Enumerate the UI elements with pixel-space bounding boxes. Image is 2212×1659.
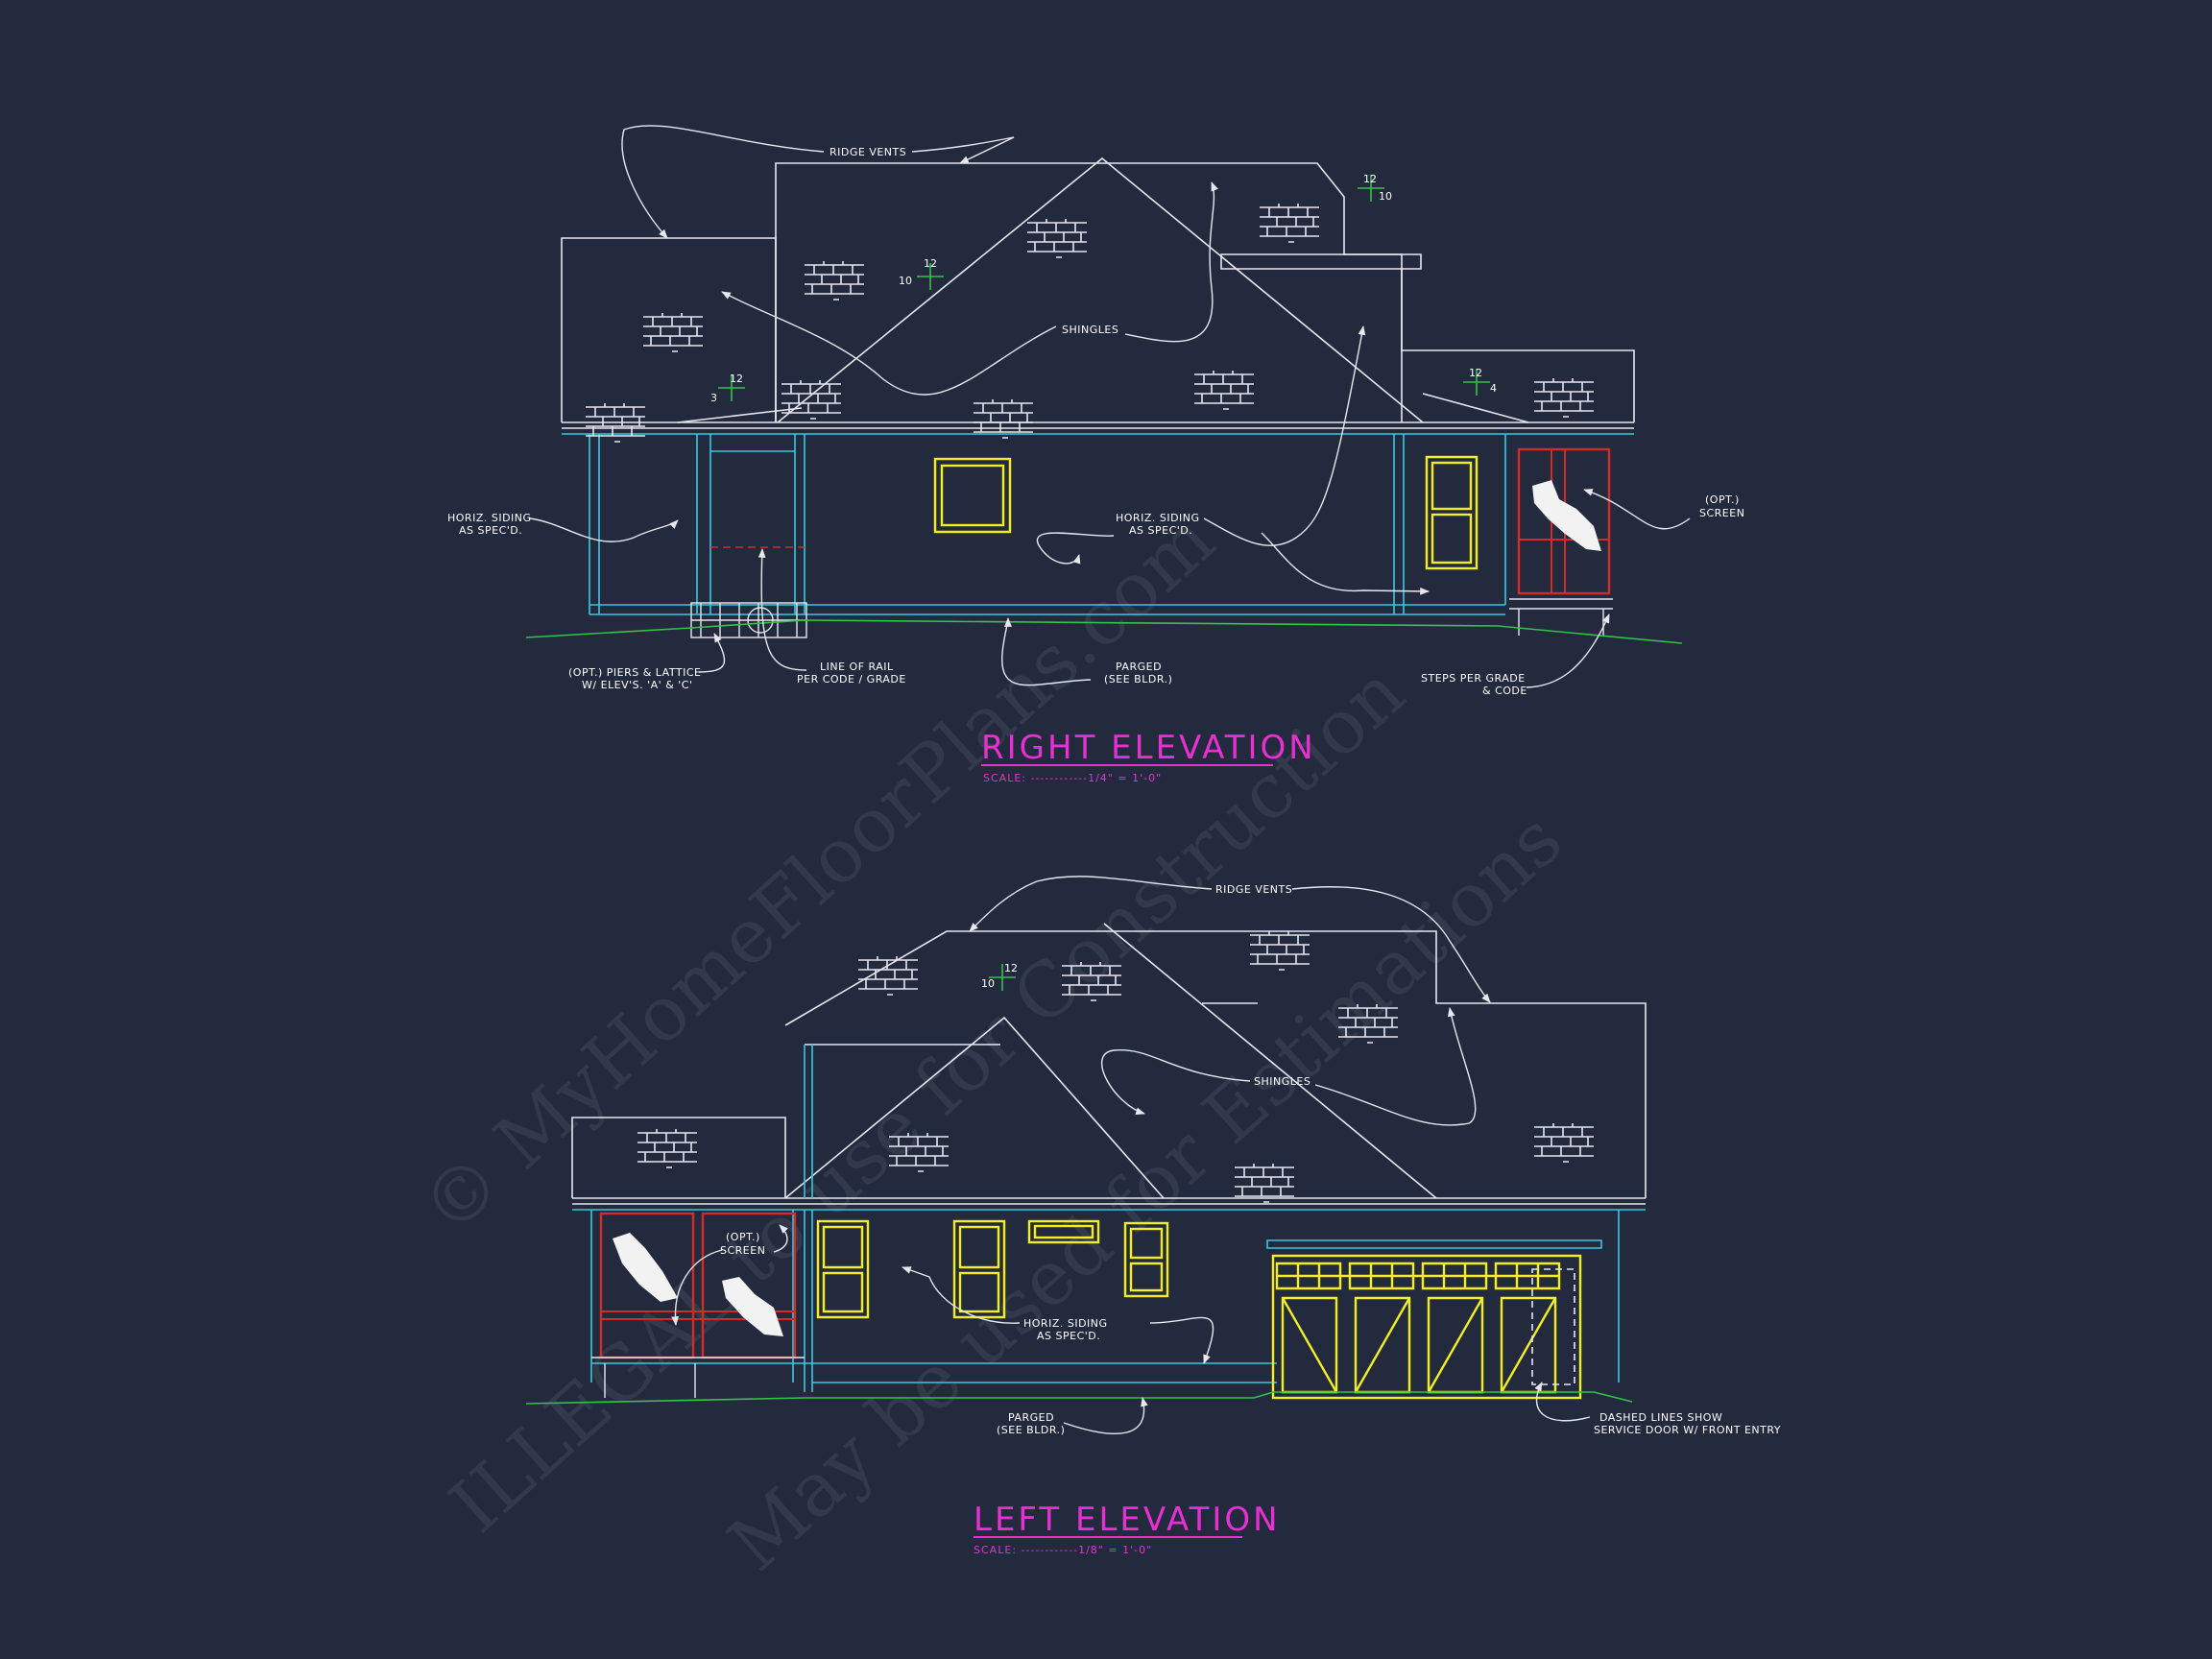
left-elevation-windows bbox=[816, 1219, 1169, 1319]
note-siding: AS SPEC'D. bbox=[1037, 1330, 1100, 1342]
note-shingles: SHINGLES bbox=[1062, 324, 1118, 336]
right-elevation-walls bbox=[562, 433, 1634, 615]
note-siding-mid: AS SPEC'D. bbox=[1129, 524, 1192, 537]
left-elevation-notes: RIDGE VENTS SHINGLES (OPT.) SCREEN HORIZ… bbox=[720, 883, 1781, 1436]
pitch-run: 10 bbox=[899, 275, 912, 287]
note-piers: W/ ELEV'S. 'A' & 'C' bbox=[582, 679, 693, 691]
left-elevation: 12 10 RIDGE VENTS SHINGLES (OPT.) SCREEN… bbox=[525, 876, 1781, 1556]
pitch-run: 3 bbox=[710, 392, 717, 404]
pitch-rise: 12 bbox=[1363, 173, 1377, 185]
pitch-rise: 12 bbox=[1004, 962, 1018, 974]
left-elevation-scale: SCALE: ------------1/8" = 1'-0" bbox=[974, 1544, 1152, 1556]
left-elevation-screens bbox=[591, 1212, 805, 1398]
left-elevation-roof bbox=[571, 923, 1647, 1205]
right-elevation-pitch-markers: 12 10 12 10 12 3 12 4 bbox=[710, 173, 1497, 404]
pitch-run: 10 bbox=[981, 977, 995, 990]
right-elevation-shingle-symbols bbox=[585, 203, 1595, 443]
pitch-rise: 12 bbox=[924, 257, 937, 270]
note-parged: (SEE BLDR.) bbox=[1104, 673, 1172, 685]
left-elevation-walls bbox=[572, 1045, 1646, 1392]
note-ridge-vents: RIDGE VENTS bbox=[1215, 883, 1292, 896]
pitch-rise: 12 bbox=[1469, 367, 1482, 379]
note-screen: SCREEN bbox=[1699, 507, 1744, 519]
right-elevation-notes: RIDGE VENTS SHINGLES HORIZ. SIDING AS SP… bbox=[447, 146, 1744, 697]
note-screen: (OPT.) bbox=[726, 1231, 760, 1243]
note-steps: STEPS PER GRADE bbox=[1421, 672, 1526, 685]
note-shingles: SHINGLES bbox=[1254, 1075, 1310, 1088]
left-elevation-garage bbox=[1271, 1254, 1582, 1400]
left-elevation-grade bbox=[525, 1391, 1633, 1405]
note-screen: (OPT.) bbox=[1705, 493, 1740, 506]
right-elevation-scale: SCALE: ------------1/4" = 1'-0" bbox=[983, 772, 1162, 784]
right-elevation-screen bbox=[1517, 447, 1611, 595]
note-siding: HORIZ. SIDING bbox=[1023, 1317, 1108, 1330]
note-screen: SCREEN bbox=[720, 1244, 765, 1257]
pitch-run: 10 bbox=[1379, 190, 1392, 203]
note-parged: PARGED bbox=[1116, 661, 1162, 673]
left-elevation-service-door bbox=[1531, 1268, 1575, 1385]
pitch-rise: 12 bbox=[730, 373, 743, 385]
note-dashed-lines: DASHED LINES SHOW bbox=[1599, 1411, 1722, 1424]
note-ridge-vents: RIDGE VENTS bbox=[830, 146, 906, 158]
left-elevation-pitch-markers: 12 10 bbox=[981, 962, 1018, 991]
note-siding-left: HORIZ. SIDING bbox=[447, 512, 532, 524]
note-steps: & CODE bbox=[1482, 685, 1527, 697]
note-rail: LINE OF RAIL bbox=[820, 661, 894, 673]
pitch-run: 4 bbox=[1490, 382, 1497, 395]
note-siding-left: AS SPEC'D. bbox=[459, 524, 522, 537]
right-elevation-roof bbox=[561, 156, 1635, 429]
right-elevation-grade bbox=[525, 619, 1683, 644]
right-elevation-windows bbox=[933, 455, 1479, 570]
note-parged: (SEE BLDR.) bbox=[997, 1424, 1065, 1436]
right-elevation: 12 10 12 10 12 3 12 4 bbox=[447, 125, 1744, 784]
left-elevation-leaders bbox=[671, 876, 1591, 1434]
note-siding-mid: HORIZ. SIDING bbox=[1116, 512, 1200, 524]
note-rail: PER CODE / GRADE bbox=[797, 673, 906, 685]
right-elevation-leaders bbox=[529, 125, 1691, 688]
right-elevation-piers bbox=[690, 598, 1613, 638]
note-parged: PARGED bbox=[1008, 1411, 1054, 1424]
watermark: © MyHomeFloorPlans.com ILLEGAL to use fo… bbox=[405, 496, 1578, 1588]
left-elevation-title: LEFT ELEVATION bbox=[974, 1501, 1281, 1539]
note-dashed-lines: SERVICE DOOR W/ FRONT ENTRY bbox=[1594, 1424, 1781, 1436]
right-elevation-title: RIGHT ELEVATION bbox=[981, 729, 1316, 767]
note-piers: (OPT.) PIERS & LATTICE bbox=[568, 666, 701, 679]
